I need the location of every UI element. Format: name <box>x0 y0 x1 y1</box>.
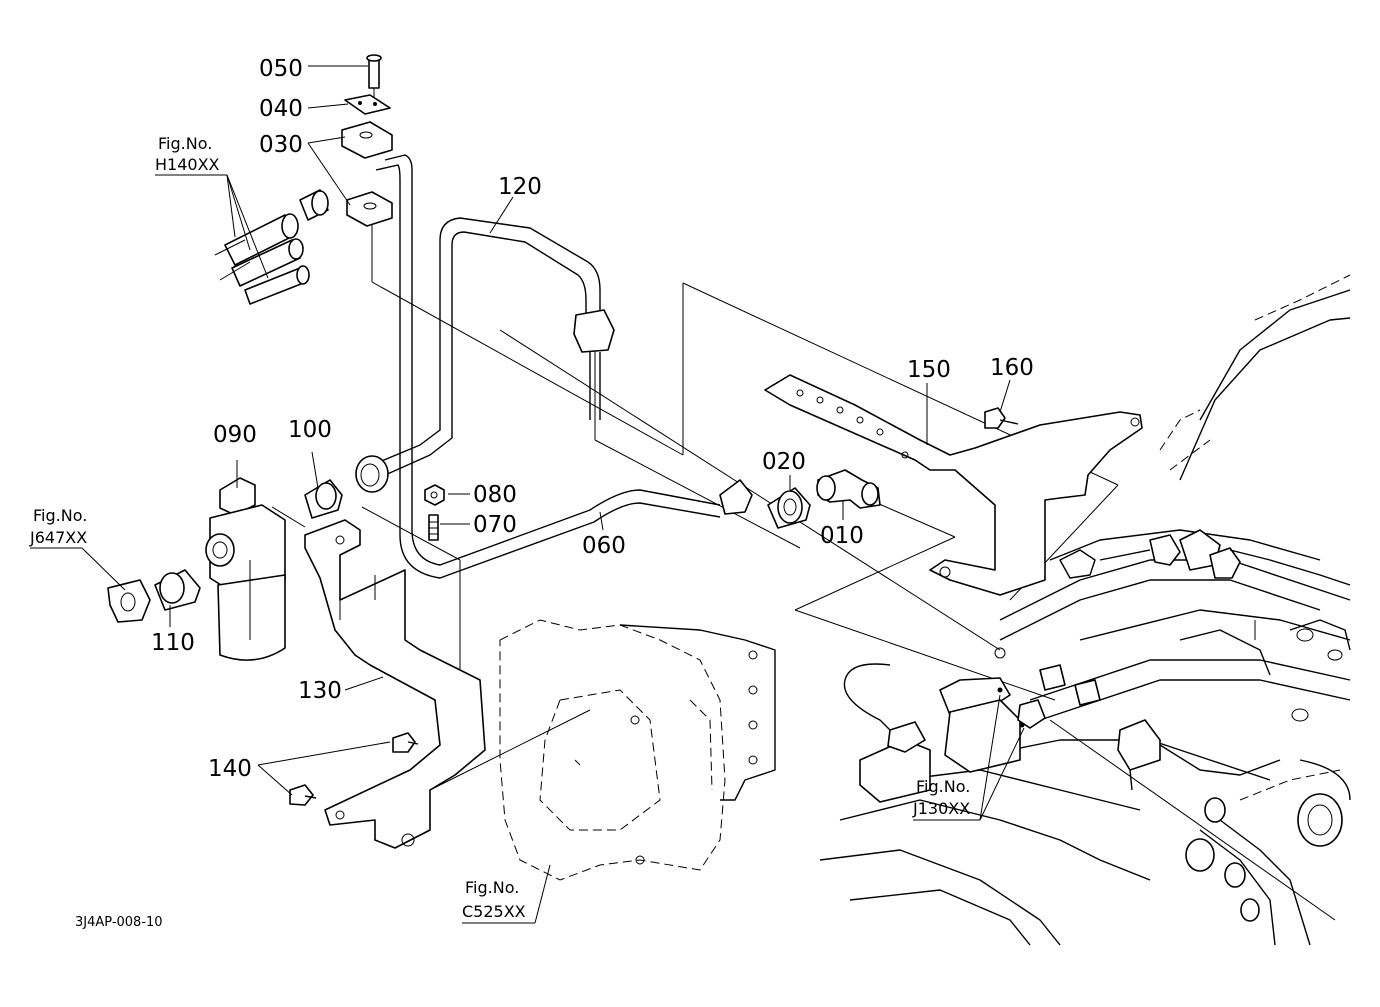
fig-prefix-h140: Fig.No. <box>158 134 212 153</box>
fig-prefix-c525: Fig.No. <box>465 878 519 897</box>
hose-fittings <box>214 189 329 305</box>
fig-ref-h140: H140XX <box>155 155 220 174</box>
bolts-140 <box>289 732 419 806</box>
label-140: 140 <box>208 756 252 782</box>
label-030: 030 <box>259 132 303 158</box>
fig-prefix-j130: Fig.No. <box>916 777 970 796</box>
label-060: 060 <box>582 533 626 559</box>
label-100: 100 <box>288 417 332 443</box>
label-020: 020 <box>762 449 806 475</box>
label-080: 080 <box>473 482 517 508</box>
dashed-housing <box>499 619 776 881</box>
valve-cluster <box>843 647 1046 803</box>
label-110: 110 <box>151 630 195 656</box>
label-070: 070 <box>473 512 517 538</box>
label-090: 090 <box>213 422 257 448</box>
part-number-labels: 050 040 030 120 090 100 080 070 060 020 … <box>151 56 1034 782</box>
transmission-housing <box>819 274 1351 946</box>
label-120: 120 <box>498 174 542 200</box>
leader-lines <box>81 65 1025 924</box>
fig-ref-c525: C525XX <box>462 902 526 921</box>
bracket-130 <box>304 519 486 849</box>
projection-lines <box>271 218 1336 921</box>
bracket-150 <box>764 374 1143 596</box>
fig-prefix-j647: Fig.No. <box>33 506 87 525</box>
label-050: 050 <box>259 56 303 82</box>
pipe-120 <box>355 217 615 493</box>
fittings-100-110 <box>107 479 343 623</box>
pipe-vertical-loop <box>375 154 753 579</box>
label-150: 150 <box>907 357 951 383</box>
drawing-code: 3J4AP-008-10 <box>75 915 163 930</box>
filter-090 <box>205 477 286 661</box>
nut-stud <box>424 484 445 541</box>
figure-references: Fig.No. H140XX Fig.No. J647XX Fig.No. J1… <box>29 134 980 924</box>
label-160: 160 <box>990 355 1034 381</box>
fig-ref-j130: J130XX <box>912 799 970 818</box>
label-040: 040 <box>259 96 303 122</box>
label-010: 010 <box>820 523 864 549</box>
fig-ref-j647: J647XX <box>29 528 87 547</box>
label-130: 130 <box>298 678 342 704</box>
clamp-assembly <box>341 54 393 227</box>
fittings-010-020 <box>767 469 881 529</box>
